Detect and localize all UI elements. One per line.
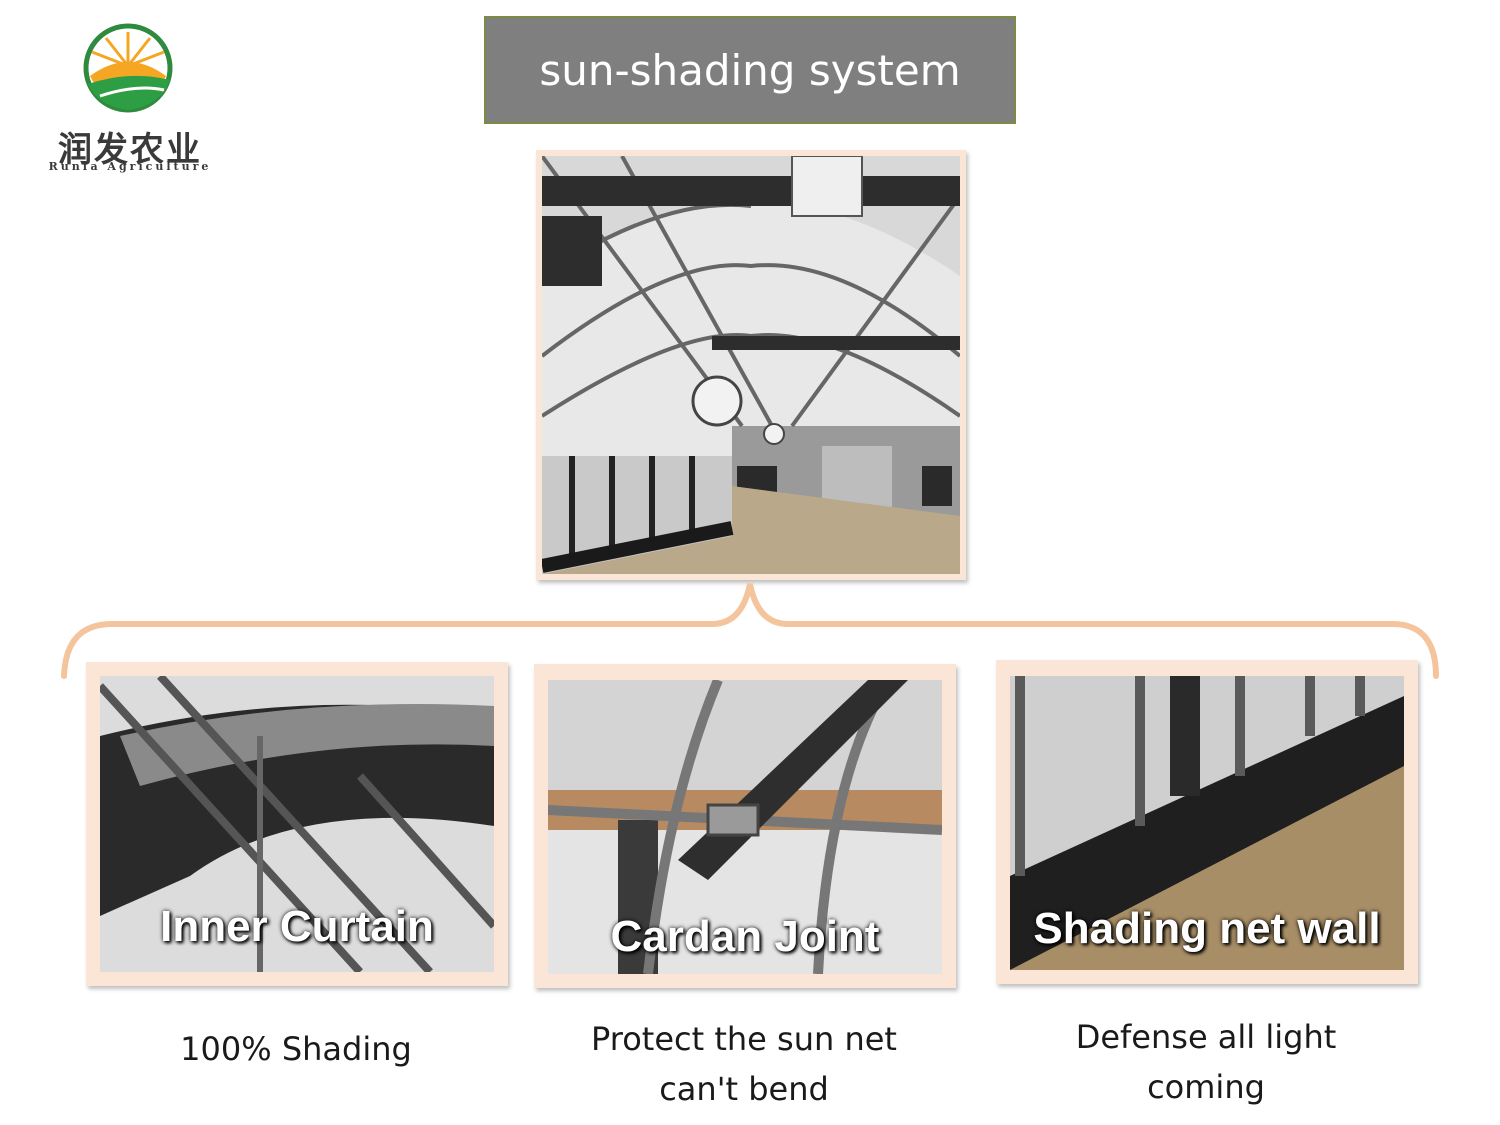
inner-curtain-photo: Inner Curtain <box>86 662 508 986</box>
caption-line: coming <box>1147 1068 1265 1106</box>
inner-curtain-label: Inner Curtain <box>160 902 434 951</box>
inner-curtain-photo-icon <box>100 676 494 972</box>
sun-field-logo-icon <box>83 23 173 113</box>
shading-net-wall-photo: Shading net wall <box>996 660 1418 984</box>
cardan-joint-photo: Cardan Joint <box>534 664 956 988</box>
main-greenhouse-photo <box>536 150 966 580</box>
title-banner: sun-shading system <box>484 16 1016 124</box>
caption-inner-curtain: 100% Shading <box>96 1024 496 1074</box>
caption-line: Protect the sun net <box>591 1020 897 1058</box>
caption-line: Defense all light <box>1075 1018 1337 1056</box>
logo-english-name: Runfa Agriculture <box>48 160 212 173</box>
cardan-joint-label: Cardan Joint <box>610 912 880 961</box>
shading-net-wall-photo-icon <box>1010 676 1404 970</box>
caption-shading-net-wall: Defense all light coming <box>1006 1012 1406 1112</box>
caption-cardan-joint: Protect the sun net can't bend <box>544 1014 944 1114</box>
caption-line: 100% Shading <box>180 1030 412 1068</box>
greenhouse-interior-photo-icon <box>542 156 960 574</box>
caption-line: can't bend <box>659 1070 829 1108</box>
cardan-joint-photo-icon <box>548 680 942 974</box>
logo-chinese-name: 润发农业 <box>58 130 202 170</box>
page-title: sun-shading system <box>539 45 961 95</box>
company-logo: 润发农业 Runfa Agriculture <box>40 18 220 178</box>
shading-net-wall-label: Shading net wall <box>1033 904 1381 953</box>
